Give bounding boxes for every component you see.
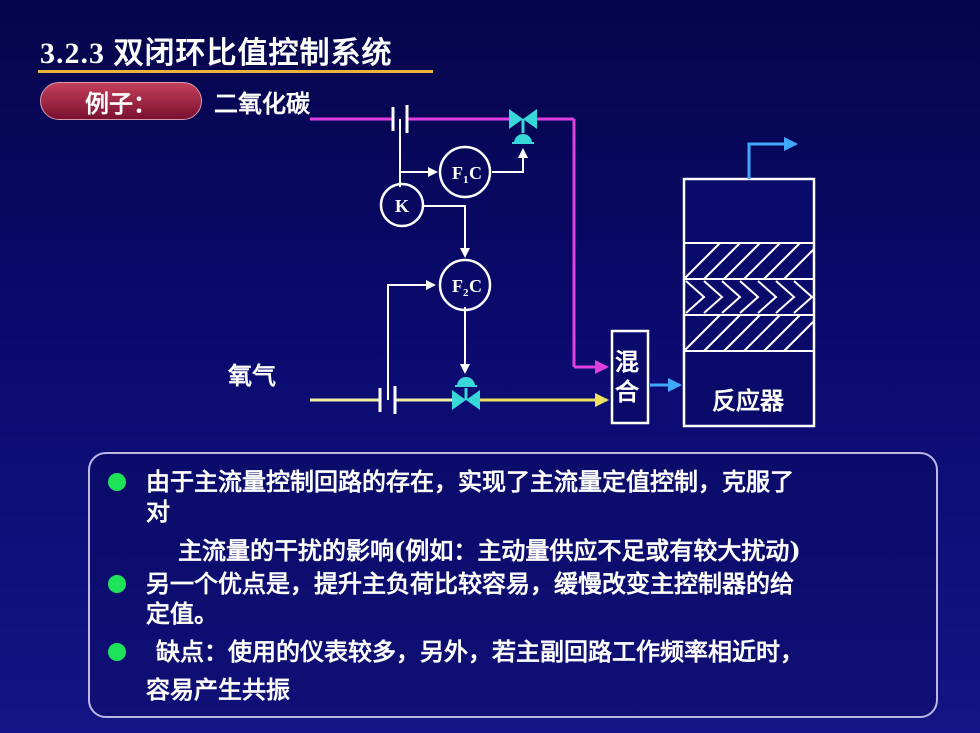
k-label: K	[395, 196, 409, 216]
bullet-dot-icon	[108, 473, 126, 491]
bullet-1-continuation: 主流量的干扰的影响(例如：主动量供应不足或有较大扰动)	[178, 536, 801, 565]
co2-valve-icon	[509, 109, 537, 144]
f2c-letter: F	[452, 276, 463, 296]
reactor-label: 反应器	[712, 387, 785, 415]
bullet-3-line-1: 缺点：使用的仪表较多，另外，若主副回路工作频率相近时，	[156, 637, 804, 666]
f2c-tail: C	[469, 276, 482, 296]
bullet-dot-icon	[108, 575, 126, 593]
bullet-point-1: 由于主流量控制回路的存在，实现了主流量定值控制，克服了 对	[108, 467, 908, 527]
o2-label: 氧气	[228, 362, 276, 390]
co2-orifice	[391, 105, 409, 133]
f1c-tail: C	[469, 163, 482, 183]
bullet-dot-icon	[108, 643, 126, 661]
bullet-1-line-1: 由于主流量控制回路的存在，实现了主流量定值控制，克服了	[146, 467, 794, 496]
o2-valve-icon	[452, 377, 480, 410]
f2c-sub: 2	[463, 287, 469, 299]
example-badge: 例子：	[40, 82, 202, 120]
bullet-point-3: 缺点：使用的仪表较多，另外，若主副回路工作频率相近时， 容易产生共振	[108, 637, 908, 704]
bullet-2-line-2: 定值。	[146, 599, 218, 628]
ratio-k-controller: K	[379, 182, 425, 228]
mixer-box: 混 合	[610, 329, 650, 425]
reactor-output-arrow	[747, 137, 798, 179]
f1c-controller: F 1 C	[438, 145, 492, 199]
bullet-point-2: 另一个优点是，提升主负荷比较容易，缓慢改变主控制器的给 定值。	[108, 569, 908, 629]
mixer-label-1: 混	[615, 349, 639, 376]
control-diagram: 二氧化碳 F 1 C K	[214, 90, 816, 428]
bullet-3-line-2: 容易产生共振	[146, 675, 290, 704]
o2-orifice	[378, 386, 397, 414]
f2c-controller: F 2 C	[438, 258, 492, 312]
notes-panel	[88, 452, 938, 718]
signal-lines	[387, 119, 528, 400]
bullet-2-line-1: 另一个优点是，提升主负荷比较容易，缓慢改变主控制器的给	[146, 569, 794, 598]
page-title: 3.2.3 双闭环比值控制系统	[40, 37, 393, 70]
co2-pipe	[310, 117, 609, 374]
bullet-1-line-2: 对	[146, 497, 170, 526]
co2-label: 二氧化碳	[214, 90, 311, 118]
f1c-sub: 1	[463, 174, 469, 186]
title-underline	[38, 70, 433, 73]
reactor-vessel: 反应器	[682, 177, 816, 428]
f1c-letter: F	[452, 163, 463, 183]
mixer-label-2: 合	[615, 378, 640, 406]
